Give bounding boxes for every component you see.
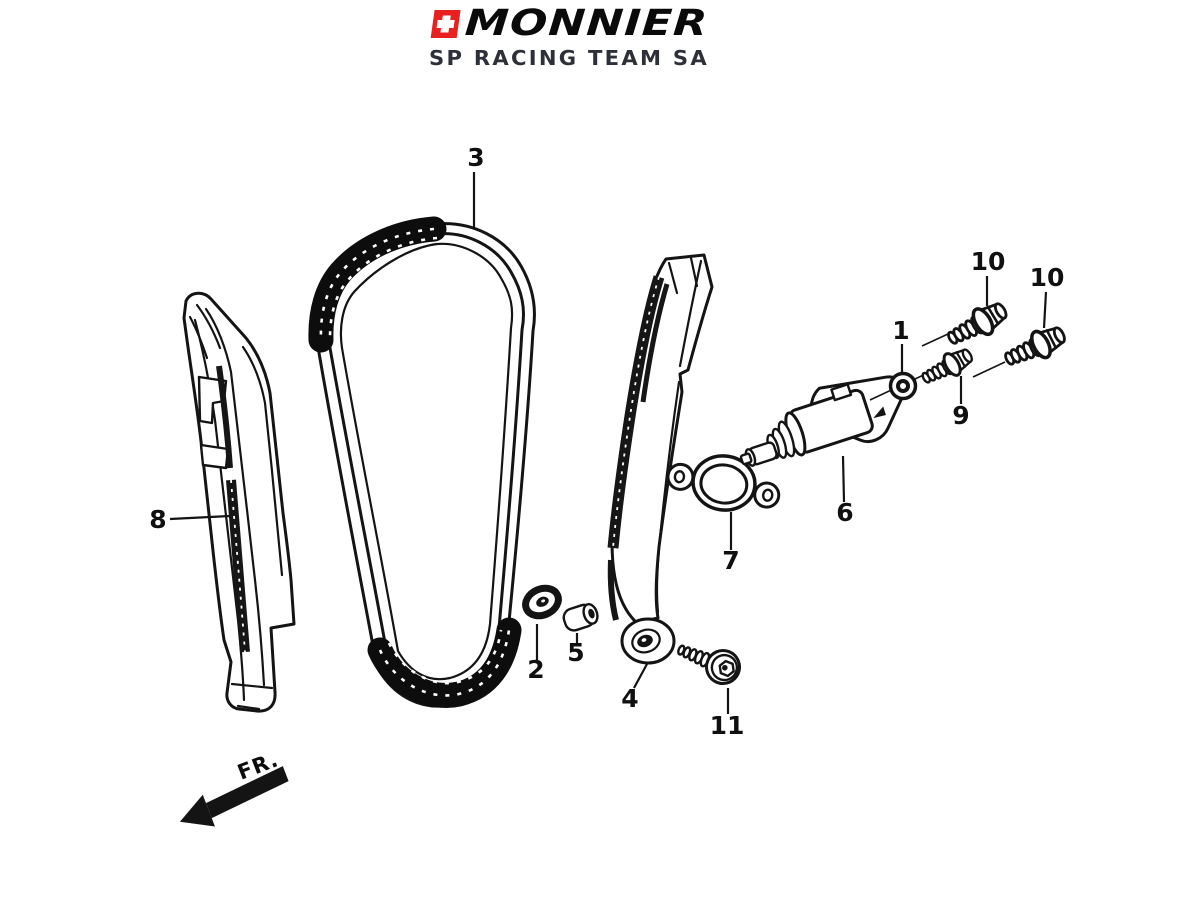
arrow-head bbox=[179, 794, 215, 827]
cam-chain-part3 bbox=[308, 216, 536, 708]
callout-label-8: 8 bbox=[149, 505, 166, 534]
swiss-cross-icon bbox=[430, 10, 461, 38]
tensioner-arm-part4 bbox=[607, 253, 714, 665]
washer-part1 bbox=[888, 371, 918, 401]
washer-part2 bbox=[522, 584, 562, 620]
chain-link-band-bottom bbox=[367, 617, 522, 708]
callout-label-2: 2 bbox=[527, 655, 544, 684]
brand-subtitle: SP RACING TEAM SA bbox=[429, 46, 709, 70]
tensioner-lifter-part6 bbox=[739, 375, 905, 467]
callout-label-6: 6 bbox=[836, 498, 853, 527]
gasket-part7 bbox=[666, 454, 781, 512]
callout-label-10b: 10 bbox=[1030, 263, 1065, 292]
callout-labels: 3 8 2 5 4 11 7 6 1 9 10 10 bbox=[149, 143, 1064, 740]
callout-label-1: 1 bbox=[892, 316, 909, 345]
leader-4 bbox=[633, 663, 648, 689]
callout-label-3: 3 bbox=[467, 143, 484, 172]
leader-8 bbox=[169, 514, 231, 521]
callout-label-5: 5 bbox=[567, 638, 584, 667]
callout-label-9: 9 bbox=[952, 401, 969, 430]
callout-label-7: 7 bbox=[722, 546, 739, 575]
callout-label-10a: 10 bbox=[971, 247, 1006, 276]
flange-bolt-part10a bbox=[941, 294, 1014, 355]
arrow-shaft bbox=[205, 766, 289, 819]
leader-10b bbox=[1042, 291, 1048, 329]
fr-direction-arrow: FR. bbox=[179, 747, 289, 827]
chain-guide-part8 bbox=[182, 291, 296, 713]
flange-bolt-part11 bbox=[677, 644, 741, 685]
leader-6 bbox=[841, 455, 846, 503]
callout-label-4: 4 bbox=[621, 684, 638, 713]
collar-part5 bbox=[562, 602, 599, 632]
sealing-bolt-part9 bbox=[917, 342, 978, 393]
logo-row: MONNIER bbox=[429, 3, 710, 44]
flange-bolt-part10b bbox=[999, 318, 1072, 376]
logo: MONNIER SP RACING TEAM SA bbox=[429, 3, 710, 70]
callout-label-11: 11 bbox=[710, 711, 745, 740]
chain-link-band-top bbox=[308, 216, 447, 353]
callout-leaders bbox=[169, 172, 1048, 714]
